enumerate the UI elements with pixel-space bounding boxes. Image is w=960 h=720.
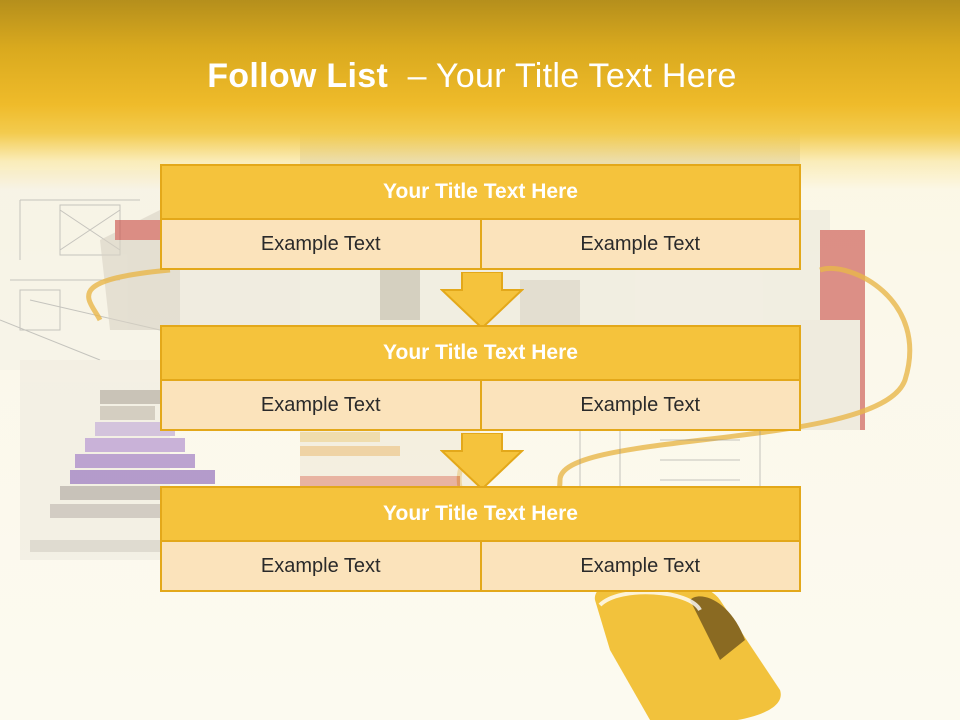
block-row: Example Text Example Text — [160, 381, 801, 431]
block-cell-left: Example Text — [160, 220, 482, 270]
list-block-3: Your Title Text Here Example Text Exampl… — [160, 486, 801, 592]
block-title: Your Title Text Here — [160, 325, 801, 381]
block-cell-right: Example Text — [481, 220, 801, 270]
block-title: Your Title Text Here — [160, 164, 801, 220]
block-cell-left: Example Text — [160, 542, 482, 592]
slide-title: Follow List – Your Title Text Here — [0, 52, 944, 100]
block-cell-right: Example Text — [481, 381, 801, 431]
down-arrow-icon — [440, 433, 524, 491]
slide-title-bold: Follow List — [207, 57, 389, 95]
list-block-1: Your Title Text Here Example Text Exampl… — [160, 164, 801, 270]
block-title: Your Title Text Here — [160, 486, 801, 542]
block-row: Example Text Example Text — [160, 542, 801, 592]
block-cell-right: Example Text — [481, 542, 801, 592]
slide-title-rest: – Your Title Text Here — [407, 57, 737, 95]
list-block-2: Your Title Text Here Example Text Exampl… — [160, 325, 801, 431]
header-band — [0, 0, 960, 190]
down-arrow-icon — [440, 272, 524, 330]
block-cell-left: Example Text — [160, 381, 482, 431]
block-row: Example Text Example Text — [160, 220, 801, 270]
